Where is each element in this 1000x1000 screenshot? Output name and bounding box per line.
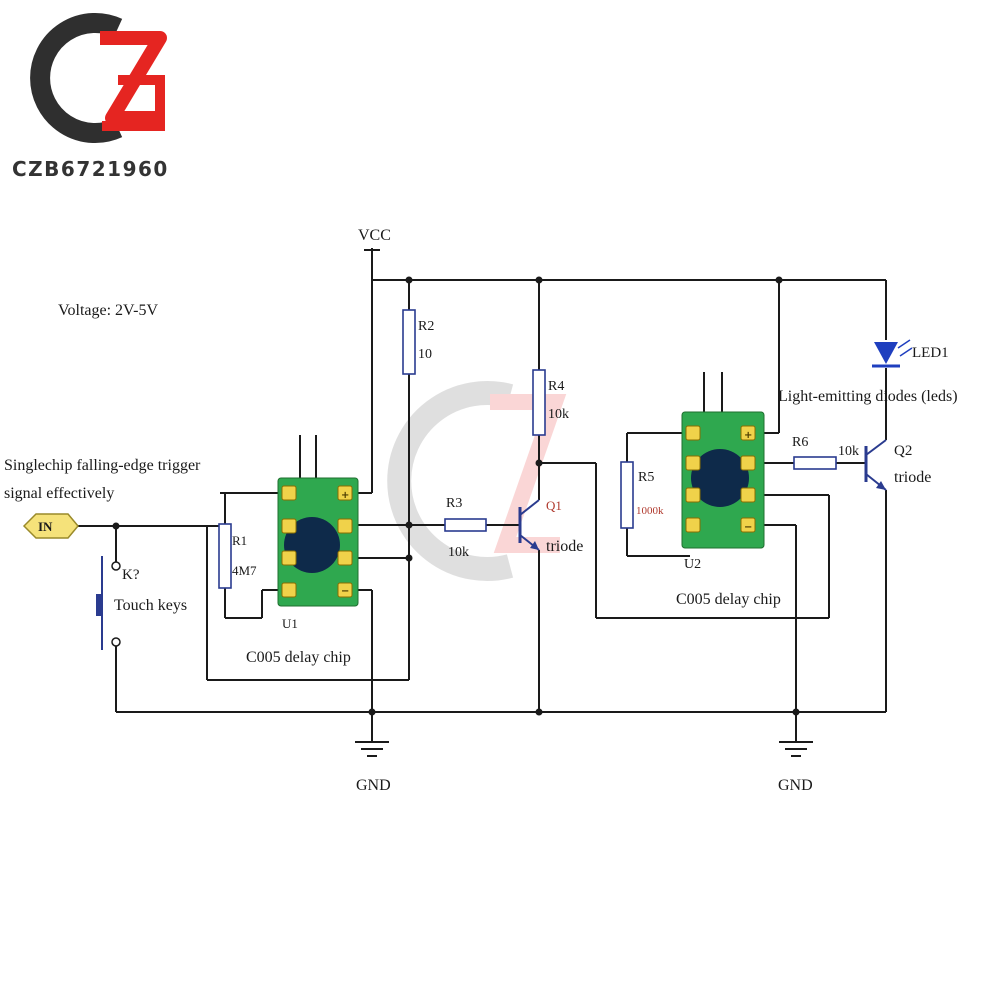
r5-ref: R5 [638, 470, 654, 485]
touch-key-label: Touch keys [114, 597, 187, 614]
chip-u1: + − [277, 477, 359, 607]
r6-value: 10k [838, 444, 859, 459]
r3-ref: R3 [446, 496, 462, 511]
q2-ref: Q2 [894, 443, 912, 459]
u1-ref: U1 [282, 616, 298, 631]
q2-label: triode [894, 469, 931, 486]
r3-value: 10k [448, 545, 469, 560]
r4-value: 10k [548, 407, 569, 422]
gnd-label-2: GND [778, 777, 813, 794]
u2-ref: U2 [684, 557, 701, 572]
touch-key [96, 556, 121, 650]
wires [78, 248, 887, 740]
input-note-line2: signal effectively [4, 485, 114, 502]
r1-ref: R1 [232, 533, 247, 548]
r1-value: 4M7 [232, 563, 257, 578]
input-note-line1: Singlechip falling-edge trigger [4, 457, 201, 474]
gnd-symbol-2 [779, 712, 813, 757]
resistor-r1 [218, 523, 232, 589]
brand-logo [30, 13, 167, 143]
transistor-q2 [864, 439, 887, 491]
r2-value: 10 [418, 347, 432, 362]
led-ref: LED1 [912, 345, 949, 361]
q1-label: triode [546, 538, 583, 555]
junctions [112, 276, 800, 716]
touch-key-ref: K? [122, 567, 140, 583]
u1-pin-minus: − [341, 586, 349, 597]
led-label: Light-emitting diodes (leds) [778, 388, 958, 405]
resistor-r6 [793, 456, 837, 470]
r6-ref: R6 [792, 435, 808, 450]
u2-label: C005 delay chip [676, 591, 781, 608]
transistor-q1 [518, 499, 540, 551]
input-tag [22, 513, 79, 539]
resistor-r4 [532, 369, 546, 436]
vcc-label: VCC [358, 227, 391, 244]
q1-ref: Q1 [546, 498, 562, 513]
led-diode [872, 339, 913, 368]
gnd-label-1: GND [356, 777, 391, 794]
resistor-r2 [402, 309, 416, 375]
input-tag-label: IN [38, 519, 53, 534]
r2-ref: R2 [418, 319, 434, 334]
gnd-symbol-1 [355, 712, 389, 757]
u2-pin-plus: + [744, 430, 752, 441]
chip-u2: + − [681, 411, 765, 549]
resistor-r5 [620, 461, 634, 529]
u1-pin-plus: + [341, 490, 349, 501]
brand-name: CZB6721960 [12, 157, 169, 181]
u2-pin-minus: − [744, 522, 752, 533]
r4-ref: R4 [548, 379, 564, 394]
voltage-label: Voltage: 2V-5V [58, 302, 158, 319]
r5-value: 1000k [636, 505, 664, 517]
u1-label: C005 delay chip [246, 649, 351, 666]
resistor-r3 [444, 518, 487, 532]
